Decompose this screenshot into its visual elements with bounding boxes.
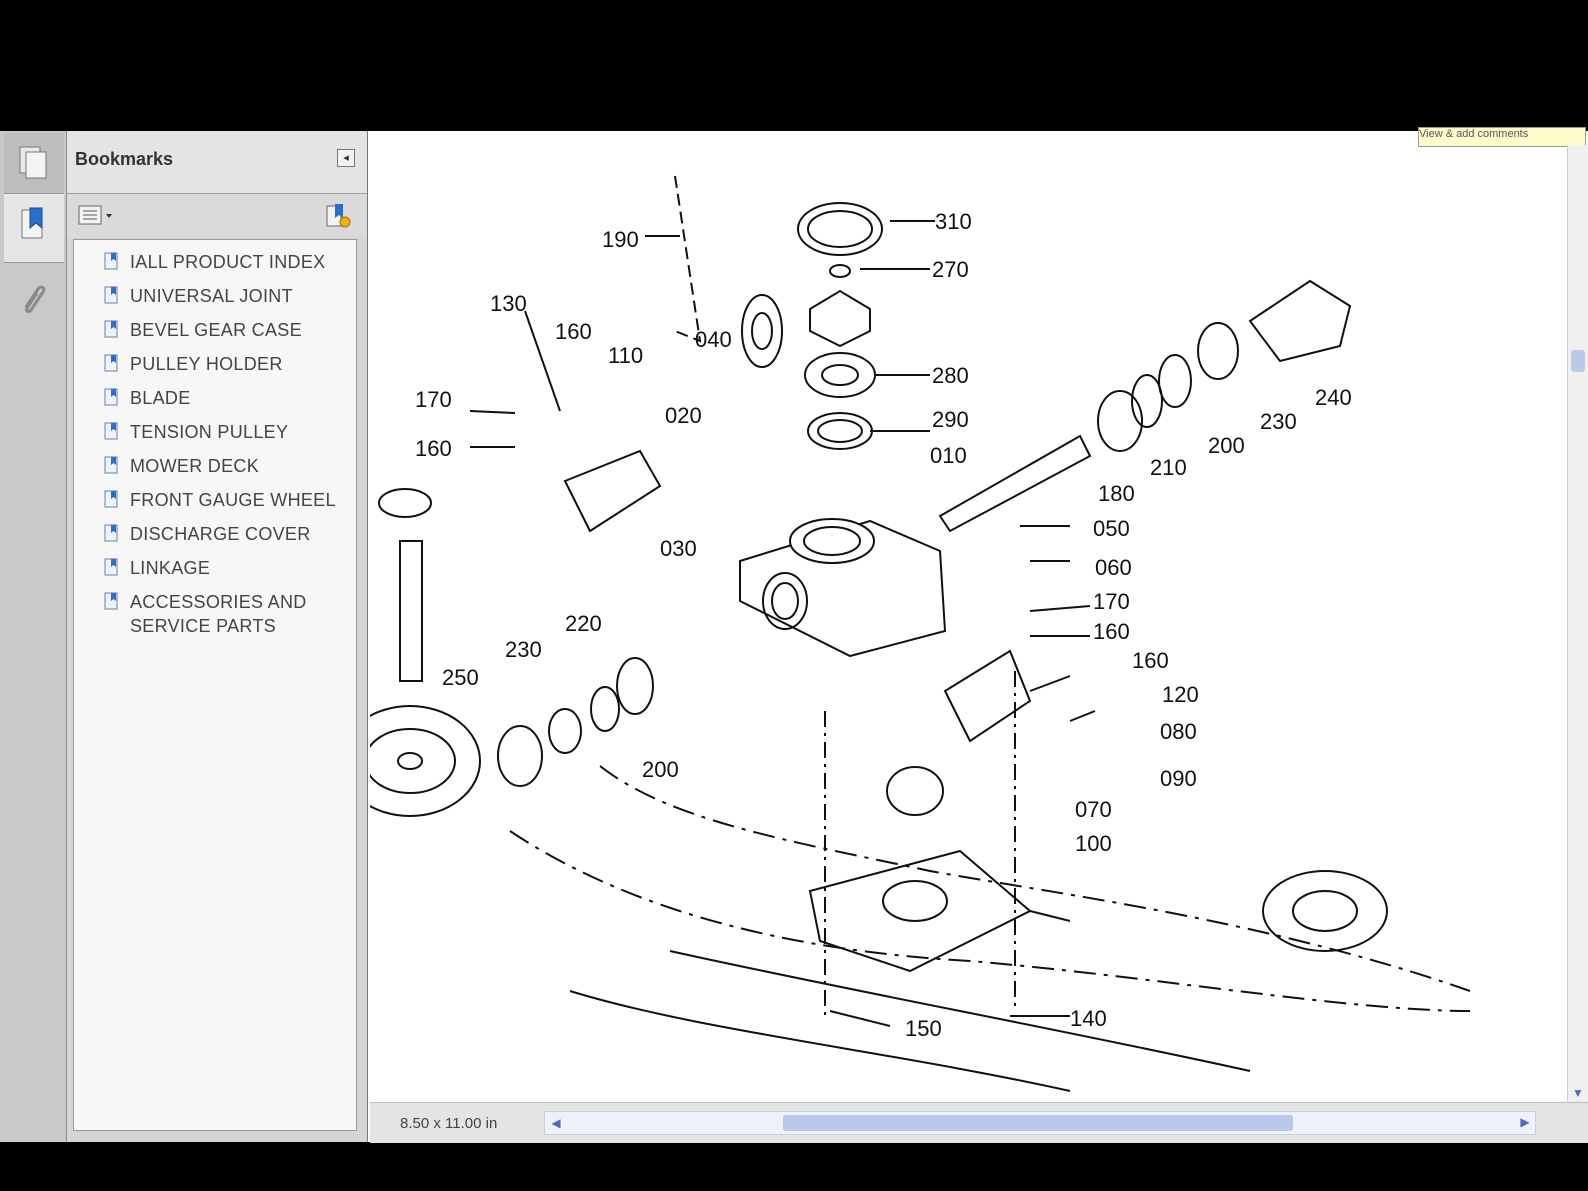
bookmark-page-icon: [104, 320, 118, 338]
part-label-200-b: 200: [642, 757, 679, 782]
panel-title: Bookmarks: [75, 149, 174, 169]
part-label-210: 210: [1150, 455, 1187, 480]
document-view[interactable]: 310 270 190 280 290 130 160 110 040 020 …: [370, 127, 1588, 1142]
panel-toolbar: [67, 194, 367, 238]
bookmark-item[interactable]: BEVEL GEAR CASE: [104, 318, 350, 342]
bookmark-page-icon: [104, 286, 118, 304]
part-label-230-b: 230: [505, 637, 542, 662]
horizontal-scrollbar[interactable]: ◀: [544, 1111, 1536, 1135]
part-label-070: 070: [1075, 797, 1112, 822]
tab-attachments[interactable]: [4, 269, 64, 329]
part-label-240: 240: [1315, 385, 1352, 410]
bookmark-item[interactable]: LINKAGE: [104, 556, 350, 580]
new-bookmark-button[interactable]: [323, 202, 351, 230]
part-label-080: 080: [1160, 719, 1197, 744]
bookmark-item[interactable]: FRONT GAUGE WHEEL: [104, 488, 350, 512]
part-label-190: 190: [602, 227, 639, 252]
bookmark-item[interactable]: IALL PRODUCT INDEX: [104, 250, 350, 274]
bookmark-item[interactable]: BLADE: [104, 386, 350, 410]
comment-note[interactable]: View & add comments: [1418, 127, 1586, 147]
bookmark-page-icon: [104, 490, 118, 508]
tab-bookmarks[interactable]: [4, 193, 64, 263]
part-label-010: 010: [930, 443, 967, 468]
part-label-170-a: 170: [415, 387, 452, 412]
vertical-scrollbar[interactable]: ▼: [1567, 145, 1588, 1103]
part-label-180: 180: [1098, 481, 1135, 506]
collapse-panel-button[interactable]: ◂: [337, 149, 355, 167]
bookmark-label: ACCESSORIES AND SERVICE PARTS: [130, 592, 307, 636]
part-label-290: 290: [932, 407, 969, 432]
options-button[interactable]: [77, 204, 117, 228]
bookmark-label: BEVEL GEAR CASE: [130, 320, 302, 340]
bookmark-page-icon: [104, 252, 118, 270]
part-label-130: 130: [490, 291, 527, 316]
bookmark-label: IALL PRODUCT INDEX: [130, 252, 326, 272]
panel-header: Bookmarks ◂: [67, 131, 367, 194]
bookmark-label: FRONT GAUGE WHEEL: [130, 490, 336, 510]
new-bookmark-icon: [326, 204, 351, 228]
paperclip-icon: [24, 285, 46, 313]
bookmark-page-icon: [104, 422, 118, 440]
bookmark-item[interactable]: TENSION PULLEY: [104, 420, 350, 444]
part-label-140: 140: [1070, 1006, 1107, 1031]
bookmark-item[interactable]: PULLEY HOLDER: [104, 352, 350, 376]
part-label-160-b: 160: [415, 436, 452, 461]
bookmark-item[interactable]: ACCESSORIES AND SERVICE PARTS: [104, 590, 350, 638]
bookmark-page-icon: [104, 524, 118, 542]
part-label-020: 020: [665, 403, 702, 428]
part-label-150: 150: [905, 1016, 942, 1041]
part-label-170-b: 170: [1093, 589, 1130, 614]
part-label-050: 050: [1093, 516, 1130, 541]
bookmark-label: PULLEY HOLDER: [130, 354, 283, 374]
part-label-100: 100: [1075, 831, 1112, 856]
part-label-030: 030: [660, 536, 697, 561]
part-label-250: 250: [442, 665, 479, 690]
part-label-160-d: 160: [1132, 648, 1169, 673]
bookmark-label: TENSION PULLEY: [130, 422, 289, 442]
page-size-label: 8.50 x 11.00 in: [400, 1115, 498, 1132]
scroll-right-icon[interactable]: ▶: [1520, 1115, 1530, 1129]
bookmark-label: LINKAGE: [130, 558, 211, 578]
bookmarks-icon: [21, 207, 43, 239]
options-icon: [78, 205, 112, 225]
part-label-060: 060: [1095, 555, 1132, 580]
pages-icon: [19, 146, 47, 179]
scroll-left-icon[interactable]: ◀: [551, 1116, 561, 1130]
bookmark-label: MOWER DECK: [130, 456, 259, 476]
exploded-parts-diagram: 310 270 190 280 290 130 160 110 040 020 …: [370, 175, 1471, 1092]
part-label-200-a: 200: [1208, 433, 1245, 458]
part-label-120: 120: [1162, 682, 1199, 707]
tab-pages[interactable]: [4, 133, 64, 193]
pdf-viewer-window: Bookmarks ◂ IALL PRODUC: [0, 127, 1588, 1143]
part-label-280: 280: [932, 363, 969, 388]
navigation-rail: [0, 131, 67, 1142]
bookmark-item[interactable]: DISCHARGE COVER: [104, 522, 350, 546]
part-label-110: 110: [608, 343, 643, 368]
bookmark-label: BLADE: [130, 388, 191, 408]
part-label-040: 040: [695, 327, 732, 352]
bookmark-tree: IALL PRODUCT INDEX UNIVERSAL JOINT BEVEL G…: [73, 239, 357, 1131]
bookmark-label: DISCHARGE COVER: [130, 524, 311, 544]
part-label-310: 310: [935, 209, 972, 234]
vertical-scroll-thumb[interactable]: [1571, 350, 1585, 372]
bookmark-page-icon: [104, 388, 118, 406]
part-label-160-a: 160: [555, 319, 592, 344]
bookmark-page-icon: [104, 354, 118, 372]
scroll-down-icon[interactable]: ▼: [1572, 1086, 1584, 1100]
bookmark-label: UNIVERSAL JOINT: [130, 286, 293, 306]
bookmarks-panel: Bookmarks ◂ IALL PRODUC: [67, 131, 368, 1142]
part-label-230-a: 230: [1260, 409, 1297, 434]
bookmark-item[interactable]: UNIVERSAL JOINT: [104, 284, 350, 308]
part-label-270: 270: [932, 257, 969, 282]
part-label-090: 090: [1160, 766, 1197, 791]
bookmark-page-icon: [104, 558, 118, 576]
bookmark-page-icon: [104, 592, 118, 610]
bookmark-item[interactable]: MOWER DECK: [104, 454, 350, 478]
status-bar: 8.50 x 11.00 in ◀ ▶: [370, 1102, 1588, 1143]
horizontal-scroll-thumb[interactable]: [783, 1115, 1293, 1131]
bookmark-page-icon: [104, 456, 118, 474]
part-label-220: 220: [565, 611, 602, 636]
part-label-160-c: 160: [1093, 619, 1130, 644]
